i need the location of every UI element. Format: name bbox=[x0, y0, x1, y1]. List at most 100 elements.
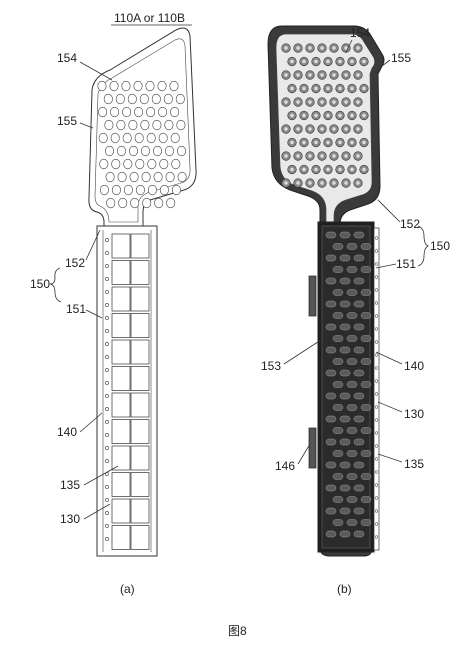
cooling-hole-center bbox=[284, 100, 288, 104]
cooling-hole-center bbox=[326, 59, 330, 64]
cooling-hole bbox=[133, 80, 143, 92]
cooling-slot bbox=[353, 461, 365, 469]
cooling-slot bbox=[339, 254, 351, 262]
brace-150-a bbox=[49, 267, 62, 303]
cooling-slot bbox=[332, 335, 344, 342]
label-151-b: 151 bbox=[396, 257, 416, 271]
cooling-hole bbox=[111, 158, 121, 170]
cooling-hole-center bbox=[344, 154, 348, 158]
cell-tile bbox=[111, 445, 131, 471]
cooling-hole bbox=[99, 158, 109, 170]
cooling-hole bbox=[105, 171, 115, 183]
leader-153-b bbox=[283, 337, 325, 365]
cooling-slot bbox=[346, 427, 358, 434]
cooling-slot bbox=[360, 427, 372, 434]
label-151-a: 151 bbox=[66, 302, 86, 316]
cooling-hole-center bbox=[284, 181, 288, 185]
cooling-slot bbox=[353, 484, 365, 492]
cooling-hole-center bbox=[350, 167, 354, 172]
cooling-hole bbox=[147, 158, 157, 170]
cooling-slot bbox=[339, 300, 351, 308]
cooling-slot bbox=[360, 519, 372, 526]
cooling-hole-center bbox=[296, 46, 300, 50]
rivet bbox=[105, 316, 109, 320]
rivet bbox=[105, 394, 109, 398]
cooling-hole bbox=[111, 184, 121, 196]
cooling-hole-center bbox=[308, 127, 312, 131]
cooling-hole bbox=[145, 80, 155, 92]
cooling-slot bbox=[339, 530, 351, 538]
cooling-hole bbox=[146, 132, 156, 144]
cooling-hole-center bbox=[302, 59, 306, 64]
cooling-hole-center bbox=[344, 181, 348, 185]
cooling-hole bbox=[177, 145, 187, 157]
cooling-slot bbox=[346, 266, 358, 273]
cooling-slot bbox=[339, 507, 351, 515]
rivet bbox=[105, 238, 109, 242]
cooling-slot bbox=[332, 450, 344, 457]
cooling-hole-center bbox=[284, 46, 288, 50]
cooling-slot bbox=[346, 404, 358, 411]
label-135-b: 135 bbox=[404, 457, 424, 471]
rivet bbox=[374, 392, 379, 396]
cooling-slot bbox=[339, 277, 351, 285]
rivet bbox=[105, 368, 109, 372]
cooling-hole-center bbox=[296, 100, 300, 104]
cooling-hole-center bbox=[362, 113, 366, 118]
cooling-holes-b bbox=[281, 43, 369, 188]
cooling-slot bbox=[332, 496, 344, 503]
cooling-hole bbox=[171, 158, 181, 170]
brace-150-b bbox=[417, 225, 429, 267]
rivet bbox=[105, 277, 109, 281]
cooling-slot bbox=[339, 231, 351, 239]
side-tab-lower-b bbox=[308, 427, 317, 469]
panel-b: 154 155 152 150 151 153 140 130 146 135 … bbox=[261, 25, 450, 596]
leader-151-a bbox=[85, 309, 103, 319]
cooling-hole-center bbox=[332, 127, 336, 131]
header-title: 110A or 110B bbox=[114, 11, 185, 25]
cooling-hole bbox=[123, 158, 133, 170]
rivet bbox=[374, 418, 379, 422]
cell-tile bbox=[130, 313, 150, 338]
cooling-slot bbox=[346, 312, 358, 319]
cell-tile bbox=[130, 498, 150, 524]
rivet bbox=[374, 509, 379, 513]
cooling-hole-center bbox=[296, 73, 300, 77]
rivet bbox=[374, 457, 379, 461]
cooling-hole-center bbox=[284, 127, 288, 131]
cooling-slot bbox=[360, 450, 372, 457]
leader-155-b bbox=[381, 59, 391, 67]
cooling-hole bbox=[166, 197, 176, 209]
label-130-a: 130 bbox=[60, 512, 80, 526]
cooling-slot bbox=[339, 369, 351, 377]
cooling-hole-center bbox=[362, 167, 366, 172]
rivet bbox=[374, 340, 379, 344]
cell-tile bbox=[111, 313, 131, 338]
cell-tile bbox=[130, 260, 150, 285]
cooling-hole bbox=[163, 93, 173, 105]
cooling-hole-center bbox=[308, 46, 312, 50]
rivet bbox=[105, 537, 109, 541]
cooling-hole-center bbox=[338, 86, 342, 91]
cooling-hole-center bbox=[350, 59, 354, 64]
cooling-slot bbox=[346, 450, 358, 457]
cooling-hole-center bbox=[296, 127, 300, 131]
cooling-holes-a bbox=[97, 80, 187, 209]
cooling-slot bbox=[325, 231, 337, 239]
rivet bbox=[374, 405, 379, 409]
cooling-hole-center bbox=[338, 113, 342, 118]
leader-140-a bbox=[79, 412, 103, 433]
caption-b: (b) bbox=[337, 582, 352, 596]
cooling-hole bbox=[122, 132, 132, 144]
cooling-hole bbox=[105, 145, 115, 157]
cooling-hole bbox=[129, 145, 139, 157]
cooling-slot bbox=[360, 358, 372, 365]
cooling-hole-center bbox=[308, 181, 312, 185]
cooling-slot bbox=[360, 312, 372, 319]
label-155-b: 155 bbox=[391, 51, 411, 65]
rivet bbox=[105, 459, 109, 463]
cooling-hole bbox=[151, 93, 161, 105]
cooling-hole-center bbox=[320, 127, 324, 131]
cooling-slot bbox=[353, 323, 365, 331]
cooling-hole-center bbox=[296, 154, 300, 158]
